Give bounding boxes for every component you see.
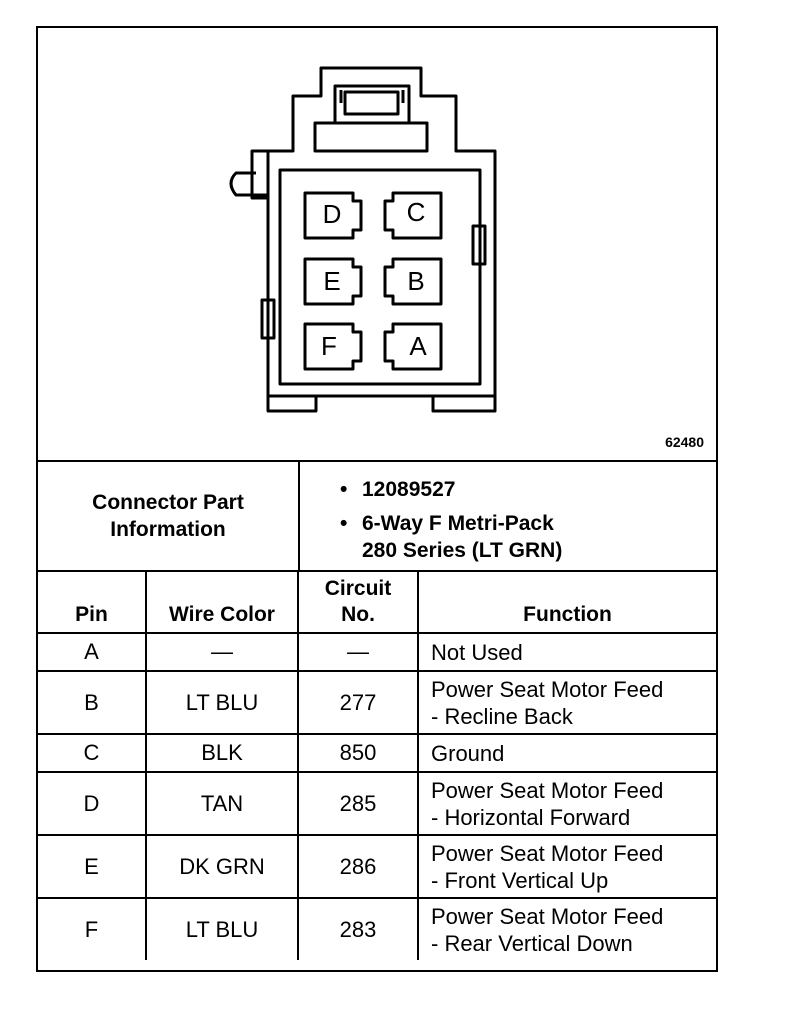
cavity-face [278, 168, 482, 386]
cavity-F [303, 322, 363, 371]
part-info-label-line2: Information [110, 518, 226, 541]
cavity-A [383, 322, 443, 371]
pin-label-C: C [407, 197, 426, 227]
pin-cell: C [38, 733, 147, 773]
circuit-cell: 277 [297, 670, 419, 735]
table-row: E DK GRN 286 Power Seat Motor Feed- Fron… [38, 834, 716, 899]
function-cell: Power Seat Motor Feed- Front Vertical Up [417, 834, 716, 899]
cavity-E [303, 257, 363, 306]
pin-cell: B [38, 670, 147, 735]
part-info-values: • 12089527 • 6-Way F Metri-Pack 280 Series… [300, 462, 716, 570]
pin-cell: F [38, 897, 147, 960]
bullet-icon: • [340, 478, 348, 501]
header-pin: Pin [38, 570, 147, 634]
wire-color-cell: LT BLU [145, 670, 299, 735]
pin-label-B: B [407, 266, 424, 296]
connector-diagram: D C E B F A 62480 [38, 28, 716, 462]
connector-face-drawing: D C E B F A [229, 66, 497, 413]
circuit-cell: 286 [297, 834, 419, 899]
pin-label-A: A [409, 331, 427, 361]
wire-color-cell: — [145, 632, 299, 672]
circuit-cell: 850 [297, 733, 419, 773]
part-info-label-line1: Connector Part [92, 491, 244, 514]
function-cell: Power Seat Motor Feed- Rear Vertical Dow… [417, 897, 716, 960]
function-cell: Not Used [417, 632, 716, 672]
connector-info-sheet: D C E B F A 62480 Connector Part Informa… [36, 26, 718, 972]
part-number: 12089527 [362, 478, 456, 501]
pin-label-F: F [321, 331, 337, 361]
table-row: C BLK 850 Ground [38, 733, 716, 773]
circuit-cell: 283 [297, 897, 419, 960]
pin-cell: A [38, 632, 147, 672]
circuit-cell: — [297, 632, 419, 672]
connector-description-2: 280 Series (LT GRN) [362, 539, 563, 562]
pin-cell: E [38, 834, 147, 899]
wire-color-cell: DK GRN [145, 834, 299, 899]
pin-label-E: E [323, 266, 340, 296]
header-wire-color: Wire Color [145, 570, 299, 634]
circuit-cell: 285 [297, 771, 419, 836]
part-number-line: • 12089527 [340, 476, 455, 503]
connector-part-info: Connector Part Information • 12089527 • 6-… [38, 462, 716, 572]
pin-label-D: D [323, 199, 342, 229]
description-line: • 6-Way F Metri-Pack [340, 510, 554, 537]
part-info-label: Connector Part Information [38, 462, 300, 570]
side-slot-left [260, 298, 276, 340]
cavity-B [383, 257, 443, 306]
bullet-icon: • [340, 512, 348, 535]
function-cell: Power Seat Motor Feed- Recline Back [417, 670, 716, 735]
table-row: F LT BLU 283 Power Seat Motor Feed- Rear… [38, 897, 716, 960]
table-row: D TAN 285 Power Seat Motor Feed- Horizon… [38, 771, 716, 836]
function-cell: Power Seat Motor Feed- Horizontal Forwar… [417, 771, 716, 836]
table-row: A — — Not Used [38, 632, 716, 672]
cavity-C [383, 191, 443, 240]
wire-color-cell: BLK [145, 733, 299, 773]
wire-color-cell: TAN [145, 771, 299, 836]
pin-cell: D [38, 771, 147, 836]
cavity-D [303, 191, 363, 240]
connector-housing-outline [250, 66, 497, 413]
figure-number: 62480 [665, 434, 704, 450]
wire-color-cell: LT BLU [145, 897, 299, 960]
function-cell: Ground [417, 733, 716, 773]
side-slot-right [471, 224, 487, 266]
connector-description-1: 6-Way F Metri-Pack [362, 512, 554, 535]
header-function: Function [417, 570, 716, 634]
table-row: B LT BLU 277 Power Seat Motor Feed- Recl… [38, 670, 716, 735]
polarization-rib [229, 171, 268, 197]
